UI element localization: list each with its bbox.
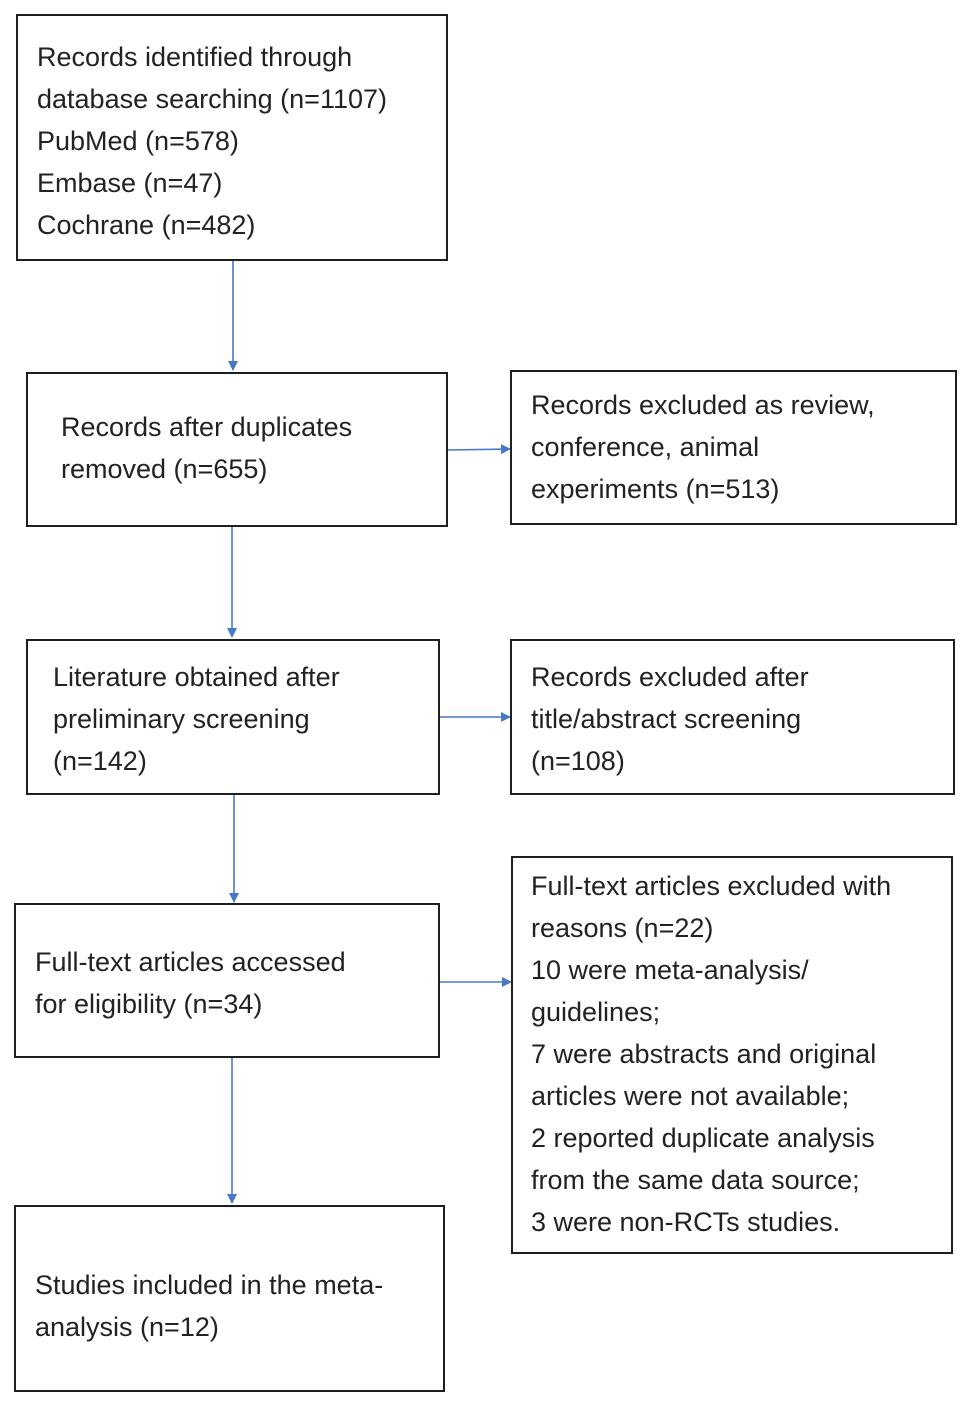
box-text-line: Records after duplicates	[61, 412, 353, 442]
box-text-line: 10 were meta-analysis/	[531, 955, 809, 985]
box-text-line: guidelines;	[531, 997, 661, 1027]
box-literature-preliminary-screening: Literature obtained after preliminary sc…	[26, 639, 440, 795]
box-records-identified: Records identified through database sear…	[16, 14, 448, 261]
box-text-line: Studies included in the meta-	[35, 1270, 384, 1300]
box-text-line: title/abstract screening	[531, 704, 802, 734]
box-text-line: Literature obtained after	[53, 662, 340, 692]
box-records-excluded-review: Records excluded as review, conference, …	[510, 370, 957, 525]
box-text-line: 7 were abstracts and original	[531, 1039, 877, 1069]
box-studies-included: Studies included in the meta- analysis (…	[14, 1205, 445, 1392]
box-text-line: PubMed (n=578)	[37, 126, 239, 156]
box-text-line: Full-text articles excluded with	[531, 871, 892, 901]
box-text-line: for eligibility (n=34)	[35, 989, 263, 1019]
box-full-text-excluded: Full-text articles excluded with reasons…	[511, 856, 953, 1254]
box-text-line: analysis (n=12)	[35, 1312, 219, 1342]
box-text-line: articles were not available;	[531, 1081, 850, 1111]
box-text-line: (n=108)	[531, 746, 625, 776]
box-records-after-duplicates: Records after duplicates removed (n=655)	[26, 372, 448, 527]
arrow-duplicates-to-excluded	[446, 444, 511, 455]
box-text-line: Records excluded after	[531, 662, 809, 692]
box-text-line: Full-text articles accessed	[35, 947, 346, 977]
box-text-line: Records identified through	[37, 42, 353, 72]
box-text-line: database searching (n=1107)	[37, 84, 387, 114]
box-text-line: 3 were non-RCTs studies.	[531, 1207, 841, 1237]
box-text-line: reasons (n=22)	[531, 913, 714, 943]
box-text-line: Records excluded as review,	[531, 390, 875, 420]
box-text-line: (n=142)	[53, 746, 147, 776]
box-text-line: Cochrane (n=482)	[37, 210, 256, 240]
box-records-excluded-title-abstract: Records excluded after title/abstract sc…	[510, 639, 955, 795]
box-text-line: Embase (n=47)	[37, 168, 223, 198]
box-text-line: experiments (n=513)	[531, 474, 780, 504]
box-full-text-assessed: Full-text articles accessed for eligibil…	[14, 903, 440, 1058]
box-text-line: 2 reported duplicate analysis	[531, 1123, 875, 1153]
box-text-line: preliminary screening	[53, 704, 310, 734]
box-text-line: conference, animal	[531, 432, 760, 462]
box-text-line: from the same data source;	[531, 1165, 860, 1195]
box-text-line: removed (n=655)	[61, 454, 268, 484]
